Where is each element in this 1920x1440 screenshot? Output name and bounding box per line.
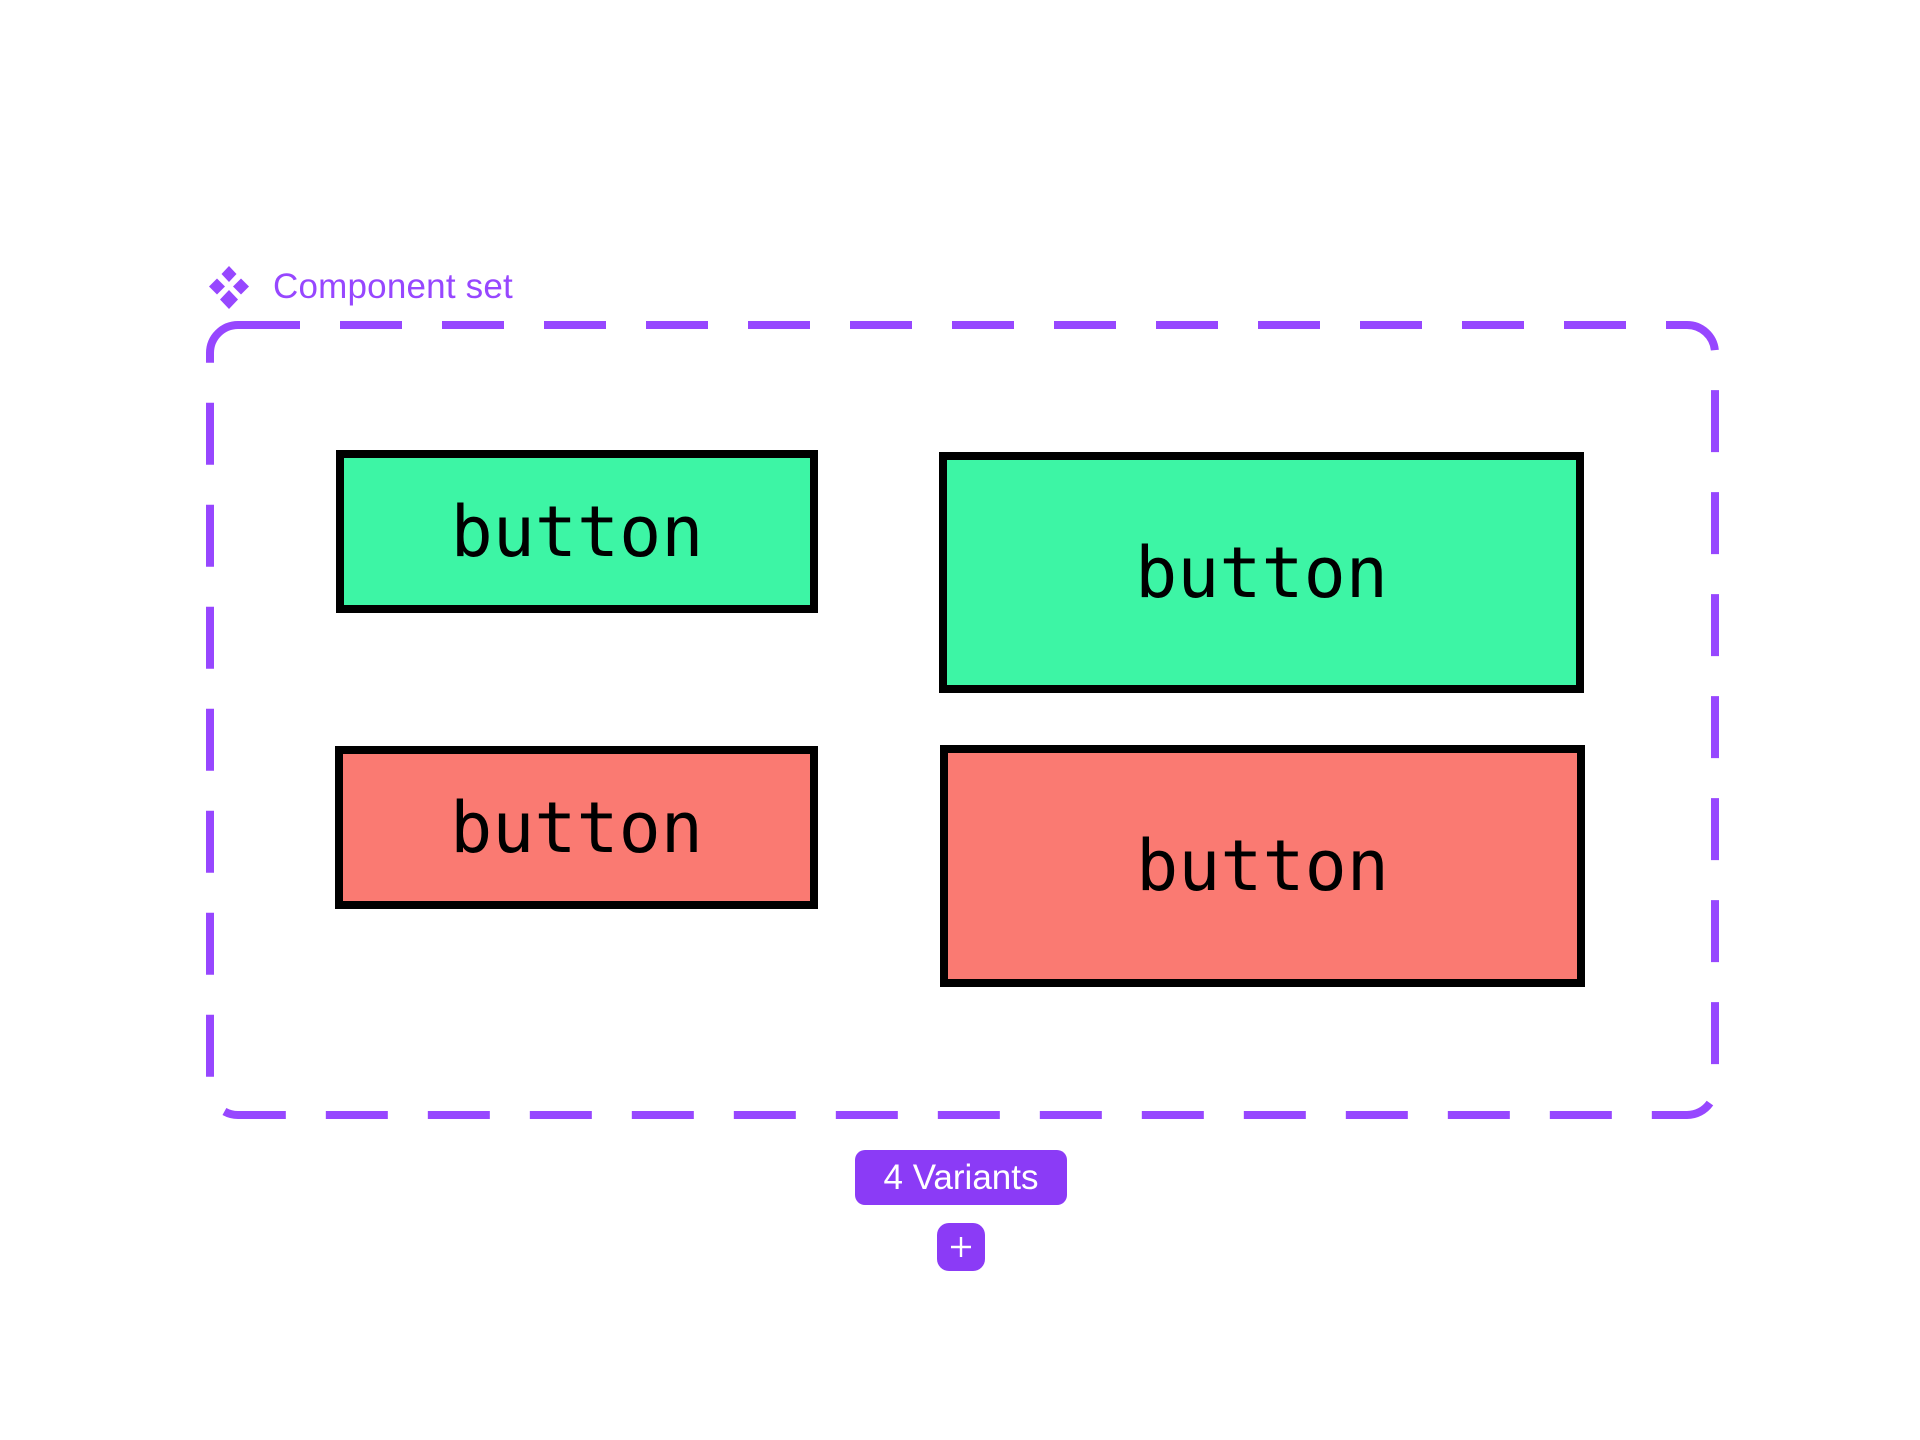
component-set-frame[interactable]	[206, 321, 1719, 1119]
component-set-label[interactable]: Component set	[207, 264, 513, 310]
component-diamonds-glyph	[209, 266, 249, 309]
button-label: button	[450, 786, 703, 869]
variants-count-label: 4 Variants	[883, 1157, 1039, 1197]
variants-count-badge[interactable]: 4 Variants	[855, 1150, 1067, 1205]
button-label: button	[450, 490, 704, 573]
variant-button-green-large[interactable]: button	[939, 452, 1584, 693]
variant-button-red-large[interactable]: button	[940, 745, 1585, 987]
plus-icon	[951, 1237, 971, 1257]
add-variant-button[interactable]	[937, 1223, 985, 1271]
button-label: button	[1135, 531, 1388, 614]
component-set-dashed-border	[206, 321, 1719, 1119]
button-label: button	[1136, 825, 1389, 907]
variant-button-red-small[interactable]: button	[335, 746, 818, 909]
variant-button-green-small[interactable]: button	[336, 450, 818, 613]
component-set-icon	[207, 265, 251, 309]
component-set-label-text: Component set	[273, 267, 513, 306]
